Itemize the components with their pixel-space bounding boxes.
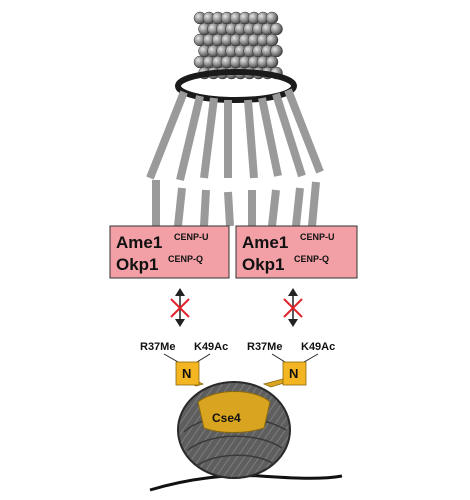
dna-strand [149, 474, 343, 492]
tubulin-subunit [265, 55, 279, 69]
microtubule [193, 11, 283, 80]
okp1-label: Okp1 [242, 255, 285, 274]
arrow-up-icon [175, 288, 185, 296]
k49ac-label-right: K49Ac [301, 341, 335, 353]
cenp-q-label: CENP-Q [168, 254, 203, 264]
ame1-label: Ame1 [242, 233, 288, 252]
fibril-rod [174, 187, 186, 227]
fibril-rod [200, 189, 210, 227]
n-tail-box-right: N [282, 361, 307, 386]
n-tail-box-left: N [175, 361, 200, 386]
fibril-rod [244, 99, 258, 179]
fibril-rod [308, 181, 320, 227]
arrow-down-icon [175, 319, 185, 327]
cenp-u-label: CENP-U [300, 232, 335, 242]
fibril-rod [272, 92, 306, 178]
fibril-rod [258, 97, 282, 177]
arrow-up-icon [288, 288, 298, 296]
fibril-rod [176, 95, 204, 181]
blocked-interaction-right [283, 288, 303, 327]
fibril-rod [224, 191, 234, 227]
dam1-ring [175, 69, 297, 103]
r37me-label-right: R37Me [247, 341, 282, 353]
cse4-label: Cse4 [212, 411, 241, 425]
fibril-rod [284, 88, 324, 174]
fibril-rod [268, 189, 280, 227]
ame1-okp1-box-left: Ame1 CENP-U Okp1 CENP-Q [109, 225, 230, 279]
cenp-u-label: CENP-U [174, 232, 209, 242]
mark-connectors [163, 353, 319, 363]
r37me-label-left: R37Me [140, 341, 175, 353]
nucleosome: Cse4 [177, 381, 291, 479]
tubulin-subunit [265, 11, 279, 25]
n-label: N [182, 366, 191, 381]
fibril-rod [200, 97, 218, 179]
k49ac-label-left: K49Ac [194, 341, 228, 353]
blocked-interaction-left [170, 288, 190, 327]
fibril-rods [146, 88, 324, 227]
fibril-rod [146, 90, 188, 180]
fibril-rod [292, 187, 304, 227]
arrow-down-icon [288, 319, 298, 327]
cse4-region [197, 391, 271, 433]
okp1-label: Okp1 [116, 255, 159, 274]
n-label: N [289, 366, 298, 381]
tubulin-subunit [265, 33, 279, 47]
tubulin-subunit [270, 44, 283, 58]
ame1-label: Ame1 [116, 233, 162, 252]
tubulin-subunit [270, 22, 283, 36]
ame1-okp1-box-right: Ame1 CENP-U Okp1 CENP-Q [235, 225, 358, 279]
cenp-q-label: CENP-Q [294, 254, 329, 264]
